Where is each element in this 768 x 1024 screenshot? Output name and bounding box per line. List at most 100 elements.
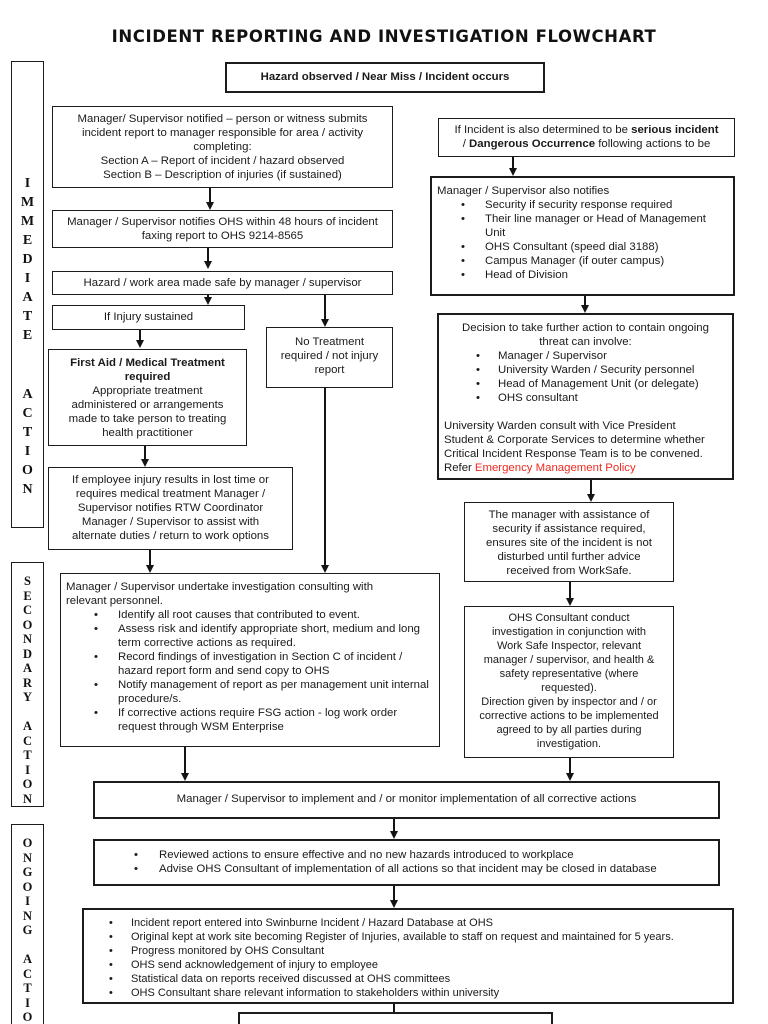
flow-box-investigation: Manager / Supervisor undertake investiga… (60, 573, 440, 747)
arrow-down (209, 188, 211, 202)
flow-box-serious-incident-text: If Incident is also determined to be ser… (454, 124, 718, 150)
flow-box-ohs-consultant-investigation-text: OHS Consultant conduct investigation in … (479, 612, 659, 750)
list-item-text: Head of Division (485, 269, 568, 281)
bullet-icon: • (461, 255, 465, 267)
bullet-icon: • (476, 378, 480, 390)
flowchart-title: INCIDENT REPORTING AND INVESTIGATION FLO… (111, 27, 657, 46)
list-item: • Incident report entered into Swinburne … (109, 916, 727, 930)
flow-box-implement-actions: Manager / Supervisor to implement and / … (93, 781, 720, 819)
flow-box-area-made-safe: Hazard / work area made safe by manager … (52, 271, 393, 295)
list-item-text: OHS send acknowledgement of injury to em… (131, 959, 379, 971)
list-item-text: Assess risk and identify appropriate sho… (118, 623, 421, 649)
list-item-text: Reviewed actions to ensure effective and… (159, 849, 574, 861)
bullet-icon: • (109, 917, 113, 929)
flow-box-area-made-safe-text: Hazard / work area made safe by manager … (83, 277, 362, 289)
emergency-management-policy-link[interactable]: Emergency Management Policy (474, 462, 636, 474)
list-item-text: If corrective actions require FSG action… (118, 707, 398, 733)
list-item-text: University Warden / Security personnel (498, 364, 695, 376)
arrow-down (139, 330, 141, 340)
flow-box-also-notifies-intro: Manager / Supervisor also notifies (437, 185, 610, 197)
flow-box-decision-further-action: Decision to take further action to conta… (437, 313, 734, 480)
flow-box-rtw-coordinator: If employee injury results in lost time … (48, 467, 293, 550)
flow-box-notify-ohs-48h-text: Manager / Supervisor notifies OHS within… (67, 216, 378, 242)
flow-box-first-aid-body: Appropriate treatment administered or ar… (68, 385, 227, 439)
connector-line (393, 1004, 395, 1012)
serious-bold-1: serious incident (631, 124, 719, 136)
list-item: • OHS Consultant (speed dial 3188) (461, 240, 728, 254)
list-item: •Head of Management Unit (or delegate) (476, 377, 727, 391)
flow-box-hazard-observed: Hazard observed / Near Miss / Incident o… (225, 62, 545, 93)
arrow-down (207, 248, 209, 261)
bullet-icon: • (476, 364, 480, 376)
bullet-icon: • (94, 651, 98, 663)
flow-box-site-not-disturbed: The manager with assistance of security … (464, 502, 674, 582)
flow-box-database-records: • Incident report entered into Swinburne … (82, 908, 734, 1004)
list-item-text: Statistical data on reports received dis… (131, 973, 451, 985)
list-item: •Their line manager or Head of Managemen… (461, 212, 728, 240)
list-item-text: Original kept at work site becoming Regi… (131, 931, 674, 943)
list-item: •Progress monitored by OHS Consultant (109, 944, 727, 958)
flow-box-manager-notified-text: Manager/ Supervisor notified – person or… (77, 113, 368, 181)
flow-box-also-notifies: Manager / Supervisor also notifies •Secu… (430, 176, 735, 296)
list-item: •Original kept at work site becoming Reg… (109, 930, 727, 944)
arrow-down (569, 758, 571, 773)
list-item-text: Notify management of report as per manag… (118, 679, 429, 705)
arrow-down (393, 819, 395, 831)
flow-box-investigation-intro: Manager / Supervisor undertake investiga… (66, 581, 374, 607)
flow-box-ohs-consultant-investigation: OHS Consultant conduct investigation in … (464, 606, 674, 758)
serious-text-3: following actions to be (595, 138, 711, 150)
decision-para-text: University Warden consult with Vice Pres… (444, 420, 705, 474)
arrow-down (144, 446, 146, 459)
bullet-icon: • (94, 679, 98, 691)
list-item: •OHS consultant (476, 391, 727, 405)
flow-box-first-aid-title: First Aid / Medical Treatment required (70, 357, 225, 383)
bullet-icon: • (134, 863, 138, 875)
bullet-icon: • (109, 987, 113, 999)
arrow-down (324, 295, 326, 319)
flow-box-first-aid: First Aid / Medical Treatment required A… (48, 349, 247, 446)
list-item: • University Warden / Security personnel (476, 363, 727, 377)
list-item-text: Campus Manager (if outer campus) (485, 255, 665, 267)
list-item-text: OHS Consultant (speed dial 3188) (485, 241, 659, 253)
flow-box-no-treatment: No Treatment required / not injury repor… (266, 327, 393, 388)
list-item: • Notify management of report as per mana… (94, 678, 434, 706)
list-item: • If corrective actions require FSG actio… (94, 706, 434, 734)
list-item-text: OHS Consultant share relevant informatio… (131, 987, 500, 999)
list-item: •Head of Division (461, 268, 728, 282)
flow-box-implement-actions-text: Manager / Supervisor to implement and / … (176, 793, 637, 805)
list-item: • Statistical data on reports received di… (109, 972, 727, 986)
list-item: •Advise OHS Consultant of implementation… (134, 862, 713, 876)
arrow-down (512, 157, 514, 168)
flow-box-notify-ohs-48h: Manager / Supervisor notifies OHS within… (52, 210, 393, 248)
bullet-icon: • (461, 241, 465, 253)
bullet-icon: • (109, 973, 113, 985)
bullet-icon: • (461, 213, 465, 225)
flow-box-rtw-coordinator-text: If employee injury results in lost time … (72, 474, 269, 542)
bullet-icon: • (461, 199, 465, 211)
list-item: •Manager / Supervisor (476, 349, 727, 363)
list-item: •Security if security response required (461, 198, 728, 212)
arrow-down (590, 480, 592, 494)
arrow-down (184, 747, 186, 773)
flow-box-decision-intro: Decision to take further action to conta… (462, 322, 709, 348)
bullet-icon: • (94, 707, 98, 719)
serious-text-1: If Incident is also determined to be (454, 124, 632, 136)
bullet-icon: • (109, 959, 113, 971)
serious-bold-2: Dangerous Occurrence (469, 138, 596, 150)
flow-box-if-injury-sustained-text: If Injury sustained (103, 311, 194, 323)
list-item-text: Incident report entered into Swinburne I… (131, 917, 493, 929)
flow-box-manager-notified: Manager/ Supervisor notified – person or… (52, 106, 393, 188)
bullet-icon: • (94, 623, 98, 635)
arrow-down (149, 550, 151, 565)
serious-text-2: / (462, 138, 470, 150)
flow-box-review-actions: • Reviewed actions to ensure effective an… (93, 839, 720, 886)
list-item-text: Record findings of investigation in Sect… (118, 651, 403, 677)
bullet-icon: • (134, 849, 138, 861)
